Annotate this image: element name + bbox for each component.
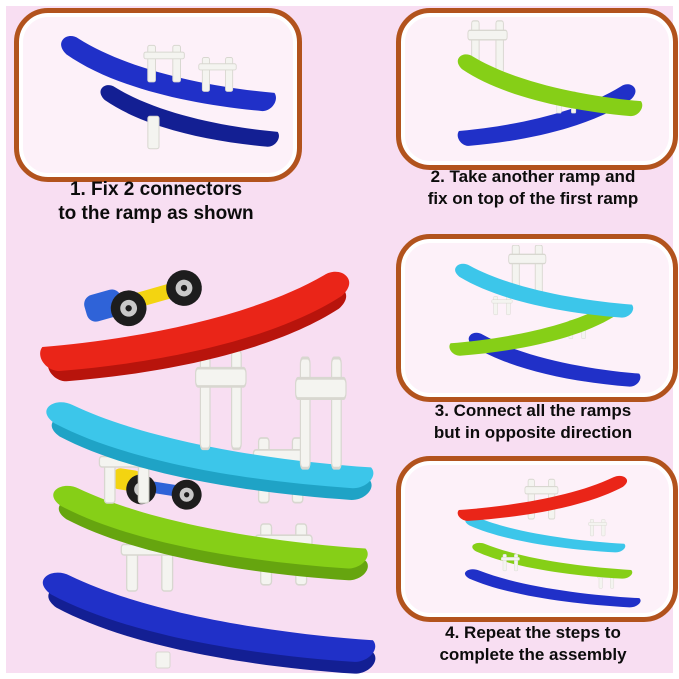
step4-caption: 4. Repeat the steps to complete the asse… [439, 623, 627, 664]
step4-panel [396, 456, 678, 622]
step1-panel [14, 8, 302, 182]
cyan-ramp [455, 264, 633, 318]
step1-illustration [25, 19, 291, 150]
white-connector-icon [294, 356, 348, 470]
blue-ramp [61, 36, 276, 111]
green-ramp [458, 54, 643, 116]
white-foot [155, 651, 171, 669]
toy-car [84, 265, 207, 331]
car-wheel [169, 477, 204, 512]
car-wheel [161, 265, 207, 311]
assembled-tower-illustration [40, 265, 391, 674]
instruction-sheet: 1. Fix 2 connectors to the ramp as shown… [6, 6, 678, 674]
step2-illustration [457, 20, 667, 146]
step2-caption: 2. Take another ramp and fix on top of t… [427, 167, 639, 208]
red-ramp [457, 475, 628, 521]
step3-caption: 3. Connect all the ramps but in opposite… [433, 401, 633, 442]
white-connector-icon [491, 296, 513, 316]
step1-caption: 1. Fix 2 connectors to the ramp as shown [58, 179, 254, 225]
step3-panel [396, 234, 678, 402]
white-connector-icon [194, 348, 248, 451]
assembled-product-photo [6, 246, 391, 674]
step2-panel [396, 8, 678, 170]
white-connector-icon [588, 519, 608, 537]
white-leg [147, 115, 160, 150]
step3-illustration [449, 245, 667, 391]
step4-illustration [457, 475, 667, 611]
